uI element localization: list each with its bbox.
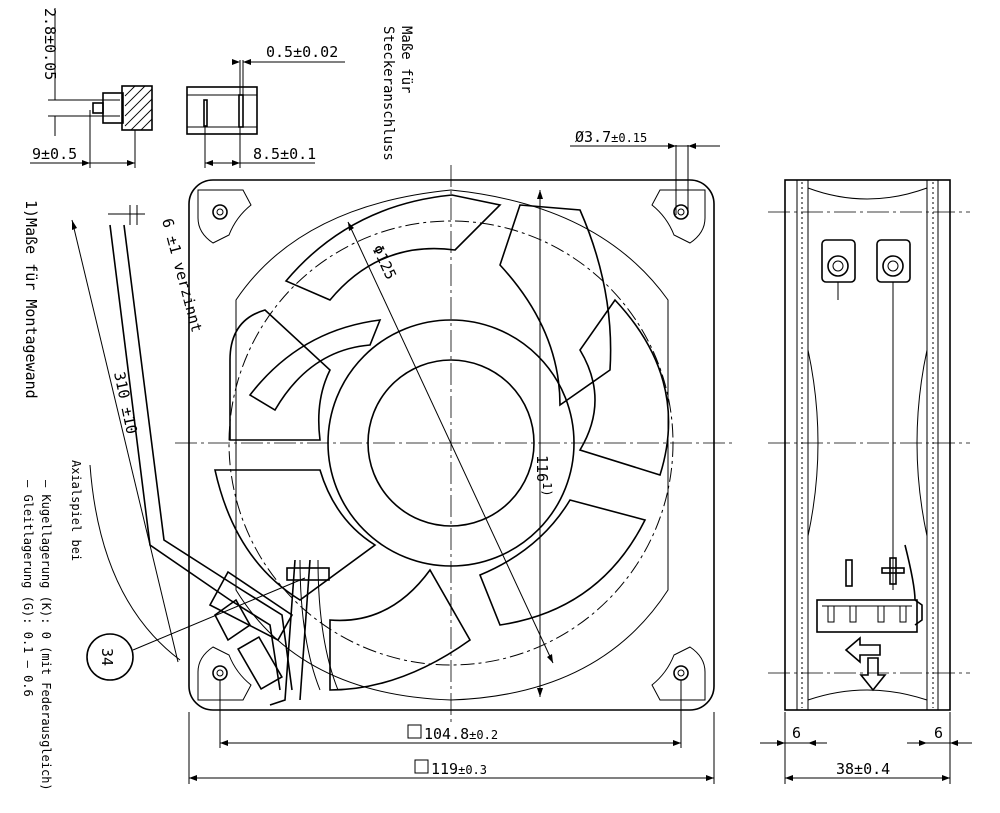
pin-spacing-label: 8.5±0.1: [253, 145, 316, 163]
tinned-length-label: 6 ±1 verzinnt: [158, 216, 206, 334]
connector-hatch: [124, 85, 153, 131]
connector-front-detail: 0.5±0.02 8.5±0.1: [186, 43, 345, 168]
height-116-label: 1161): [533, 455, 554, 497]
flange-right-label: 6: [934, 724, 943, 742]
frame-size-label: 119±0.3: [431, 760, 487, 778]
lead-length-label: 310 ±10: [110, 370, 141, 436]
fan-front-view: Φ125 1161) Ø3.7±0.15 104.8±0.2 119±0.3: [175, 128, 735, 784]
pin-width-label: 2.8±0.05: [41, 8, 59, 80]
flange-left-label: 6: [792, 724, 801, 742]
fan-side-view: – + 6 6 38±0.4: [760, 179, 972, 784]
axial-play-sleeve: – Gleitlagerung (G): 0.1 – 0.6: [21, 480, 35, 697]
connector-side-detail: 2.8±0.05 9±0.5: [30, 8, 153, 168]
connector-title-line1: Maße für: [398, 26, 414, 93]
axial-play-ball: – Kugellagerung (K): 0 (mit Federausglei…: [39, 480, 53, 791]
axial-play-title: Axialspiel bei: [69, 460, 83, 561]
callout-number: 34: [98, 648, 116, 666]
mounting-wall-note: 1)Maße für Montagewand: [22, 200, 40, 399]
hole-diameter-label: Ø3.7±0.15: [575, 128, 647, 146]
connector-title-line2: Steckeranschluss: [380, 26, 396, 161]
fan-blades: [214, 194, 670, 691]
hole-pitch-label: 104.8±0.2: [424, 725, 498, 743]
pin-thickness-label: 0.5±0.02: [266, 43, 338, 61]
depth-label: 38±0.4: [836, 760, 890, 778]
pin-offset-label: 9±0.5: [32, 145, 77, 163]
plus-mark: [881, 557, 905, 585]
